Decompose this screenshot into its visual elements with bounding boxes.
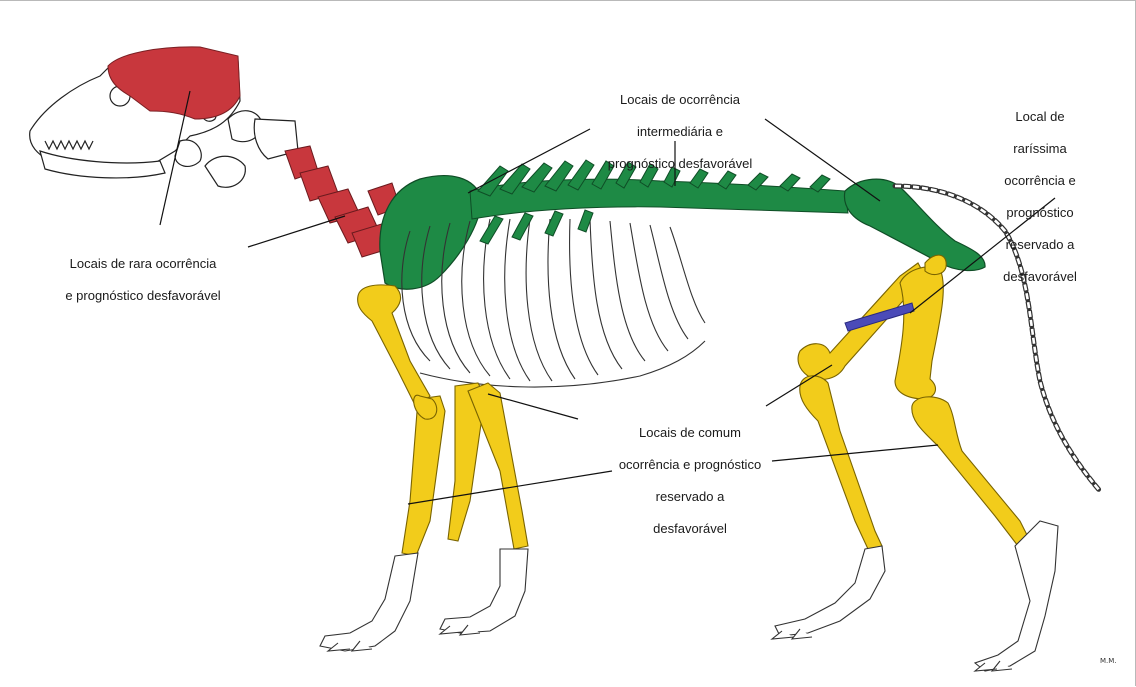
leader-rare-neck — [248, 216, 345, 247]
label-common-occurrence: Locais de comum ocorrência e prognóstico… — [575, 409, 805, 553]
label-common-line-2: ocorrência e prognóstico — [575, 457, 805, 473]
label-very-rare-line-5: reservado a — [980, 237, 1100, 253]
label-rare-line-1: Locais de rara ocorrência — [28, 256, 258, 272]
label-intermediate-line-2: intermediária e — [560, 124, 800, 140]
label-intermediate-occurrence: Locais de ocorrência intermediária e pro… — [560, 76, 800, 188]
label-very-rare-line-1: Local de — [980, 109, 1100, 125]
label-very-rare-line-2: raríssima — [980, 141, 1100, 157]
label-very-rare-occurrence: Local de raríssima ocorrência e prognóst… — [980, 93, 1100, 301]
pelvis — [844, 179, 985, 270]
label-intermediate-line-3: prognóstico desfavorável — [560, 156, 800, 172]
label-common-line-1: Locais de comum — [575, 425, 805, 441]
label-common-line-4: desfavorável — [575, 521, 805, 537]
label-very-rare-line-4: prognóstico — [980, 205, 1100, 221]
label-rare-line-2: e prognóstico desfavorável — [28, 288, 258, 304]
label-common-line-3: reservado a — [575, 489, 805, 505]
forelimb-bones — [358, 285, 528, 556]
artist-signature: M.M. — [1100, 657, 1117, 665]
label-very-rare-line-3: ocorrência e — [980, 173, 1100, 189]
label-intermediate-line-1: Locais de ocorrência — [560, 92, 800, 108]
label-rare-occurrence: Locais de rara ocorrência e prognóstico … — [28, 240, 258, 320]
label-very-rare-line-6: desfavorável — [980, 269, 1100, 285]
